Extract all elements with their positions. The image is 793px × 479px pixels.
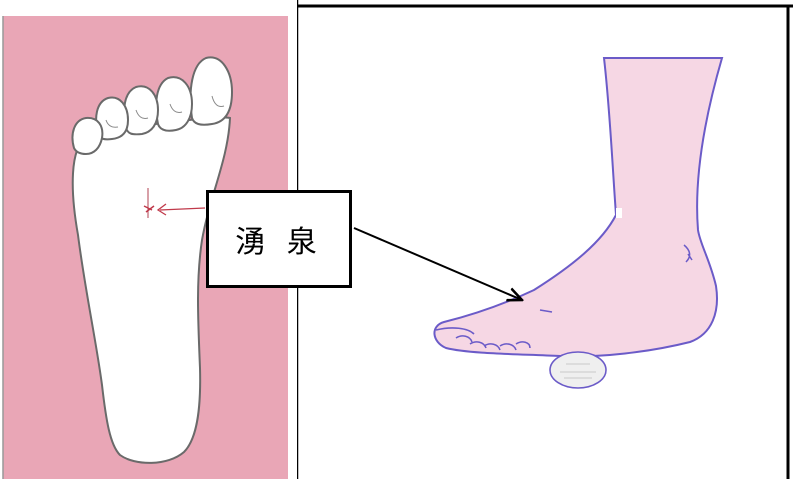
acupoint-label: 湧 泉 — [235, 225, 323, 260]
big-toe — [189, 56, 234, 126]
marker-arrow-line — [159, 207, 206, 211]
leg-outline — [433, 57, 724, 358]
sole-of-foot-drawing — [71, 56, 234, 464]
acupoint-marker — [143, 188, 206, 218]
fourth-toe — [95, 96, 130, 141]
acupoint-label-box: 湧 泉 — [206, 190, 352, 288]
pointer-arrow — [353, 227, 522, 300]
ball-under-foot — [549, 351, 607, 389]
second-toe — [155, 76, 194, 132]
little-toe — [71, 116, 104, 156]
side-view-toes — [435, 309, 553, 351]
side-view-foot-drawing — [433, 57, 724, 389]
third-toe — [123, 85, 160, 136]
